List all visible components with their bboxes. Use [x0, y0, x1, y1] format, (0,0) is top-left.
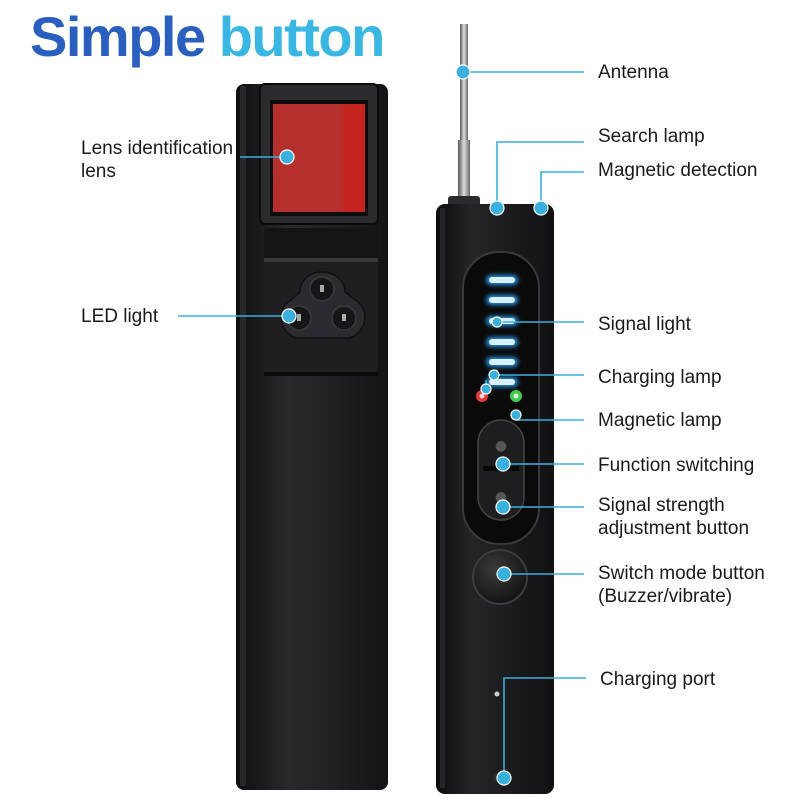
charging-port — [494, 691, 500, 697]
callout-lines — [178, 71, 586, 778]
title-word-button: button — [218, 5, 386, 68]
right-device: ● ● — [436, 24, 554, 794]
page-title: Simple button — [30, 2, 386, 72]
antenna — [460, 24, 468, 214]
label-magnetic-lamp: Magnetic lamp — [598, 410, 722, 431]
label-search-lamp: Search lamp — [598, 126, 705, 147]
svg-text:●: ● — [495, 438, 507, 454]
label-magnetic-detection: Magnetic detection — [598, 160, 758, 181]
label-signal-light: Signal light — [598, 314, 691, 335]
label-function-switching: Function switching — [598, 455, 755, 476]
label-charging-lamp: Charging lamp — [598, 367, 722, 388]
label-switch-mode-button: Switch mode button (Buzzer/vibrate) — [598, 563, 765, 607]
title-word-simple: Simple — [30, 5, 206, 68]
label-charging-port: Charging port — [600, 669, 716, 690]
label-led-light: LED light — [81, 306, 159, 327]
label-antenna: Antenna — [598, 62, 669, 83]
label-lens-identification-lens: Lens identification lens — [81, 138, 234, 182]
label-signal-strength-adjustment-button: Signal strength adjustment button — [598, 495, 750, 539]
left-device — [236, 83, 388, 790]
callout-dots — [279, 64, 549, 786]
